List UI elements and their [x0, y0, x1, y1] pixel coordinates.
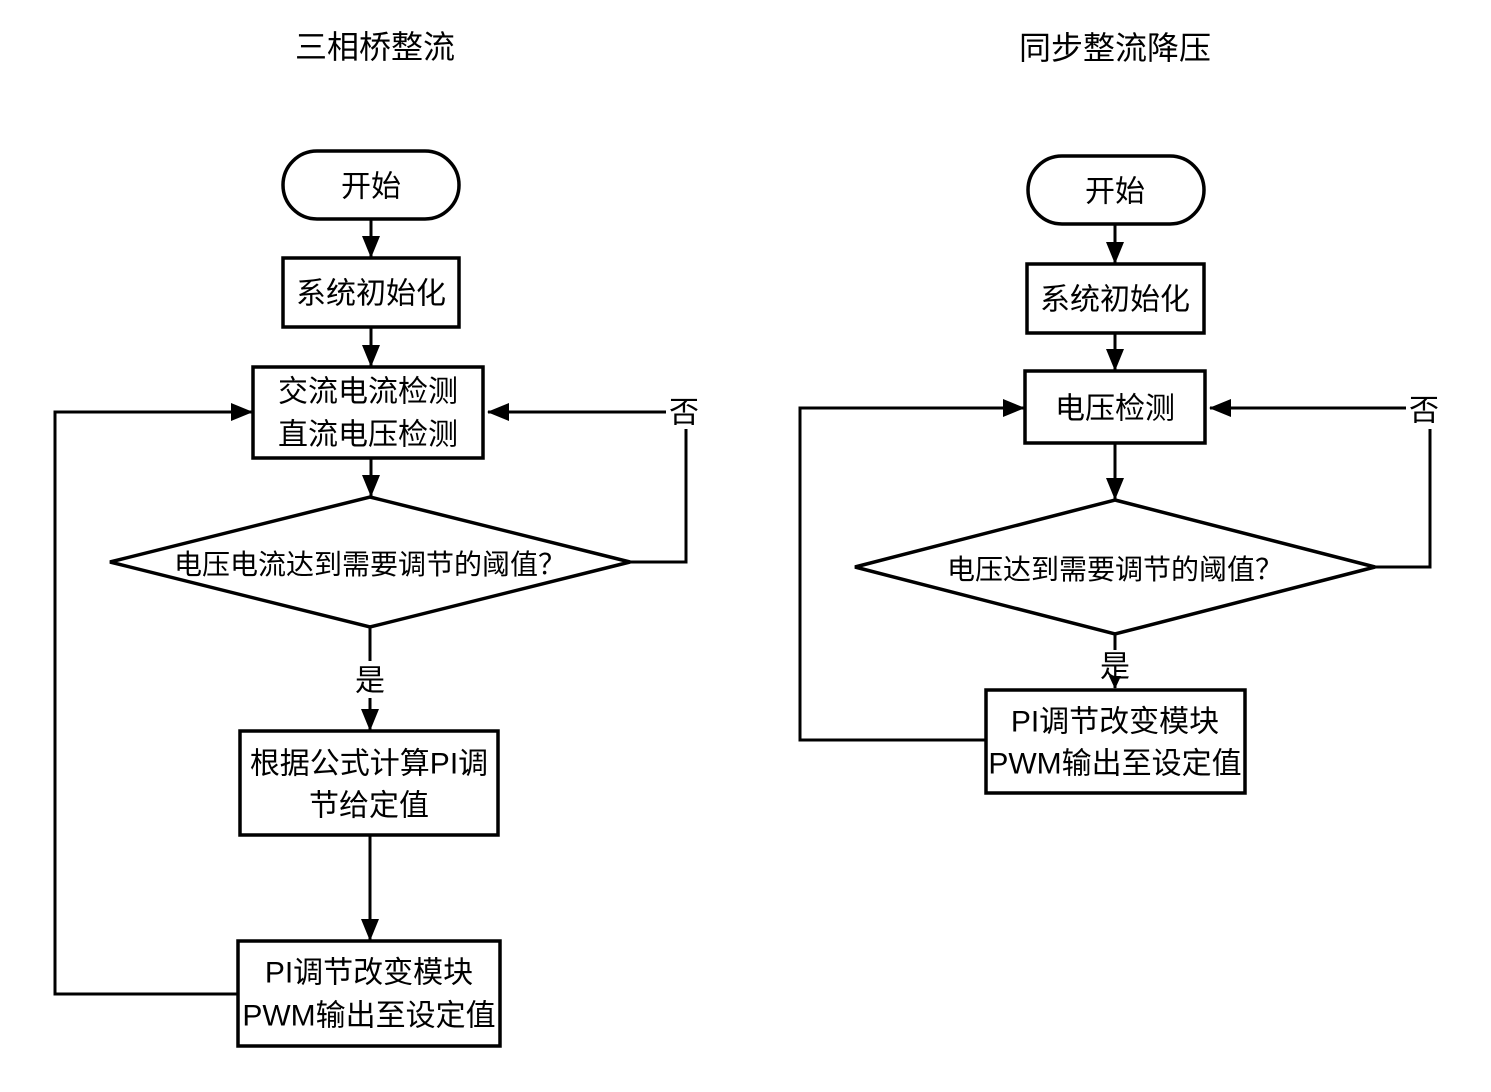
right-start-label: 开始 — [1085, 176, 1145, 209]
left-calc-label-line2: 节给定值 — [309, 790, 429, 823]
right-pwm-label-line1: PI调节改变模块 — [1011, 706, 1219, 739]
left-init-node — [281, 256, 461, 329]
right-no-label: 否 — [1409, 395, 1439, 428]
left-pwm-node — [236, 939, 502, 1048]
left-detect-label-line2: 直流电压检测 — [278, 419, 458, 452]
right-init-node — [1025, 262, 1206, 335]
left-start-label: 开始 — [341, 171, 401, 204]
left-feedback-loop-line — [53, 403, 253, 996]
left-chart-title: 三相桥整流 — [295, 29, 455, 65]
left-detect-node — [251, 365, 485, 460]
right-pwm-label-line2: PWM输出至设定值 — [988, 748, 1241, 781]
left-no-label: 否 — [669, 397, 699, 430]
right-decision-label: 电压达到需要调节的阈值？ — [947, 554, 1283, 585]
right-detect-label: 电压检测 — [1055, 393, 1175, 426]
right-chart-title: 同步整流降压 — [1019, 30, 1211, 66]
left-pwm-label-line2: PWM输出至设定值 — [242, 1000, 495, 1033]
left-calc-node — [238, 729, 500, 837]
left-no-line-vertical — [630, 429, 688, 564]
left-init-label: 系统初始化 — [296, 278, 446, 311]
right-feedback-loop-line — [798, 399, 1025, 742]
left-yes-label: 是 — [355, 665, 385, 698]
right-detect-node — [1023, 369, 1207, 445]
right-pwm-node — [984, 688, 1247, 795]
left-detect-label-line1: 交流电流检测 — [278, 376, 458, 409]
left-pwm-label-line1: PI调节改变模块 — [265, 957, 473, 990]
left-flowchart: 三相桥整流 开始 系统初始化 交流电流检测 直流电压检测 电压电流达到需要调节的… — [53, 29, 699, 1048]
right-no-line-vertical — [1375, 429, 1432, 569]
right-yes-label: 是 — [1100, 651, 1130, 684]
right-flowchart: 同步整流降压 开始 系统初始化 电压检测 电压达到需要调节的阈值？ 是 PI调节… — [798, 30, 1439, 795]
left-calc-label-line1: 根据公式计算PI调 — [250, 748, 488, 781]
left-decision-label: 电压电流达到需要调节的阈值？ — [174, 549, 566, 580]
right-init-label: 系统初始化 — [1040, 284, 1190, 317]
